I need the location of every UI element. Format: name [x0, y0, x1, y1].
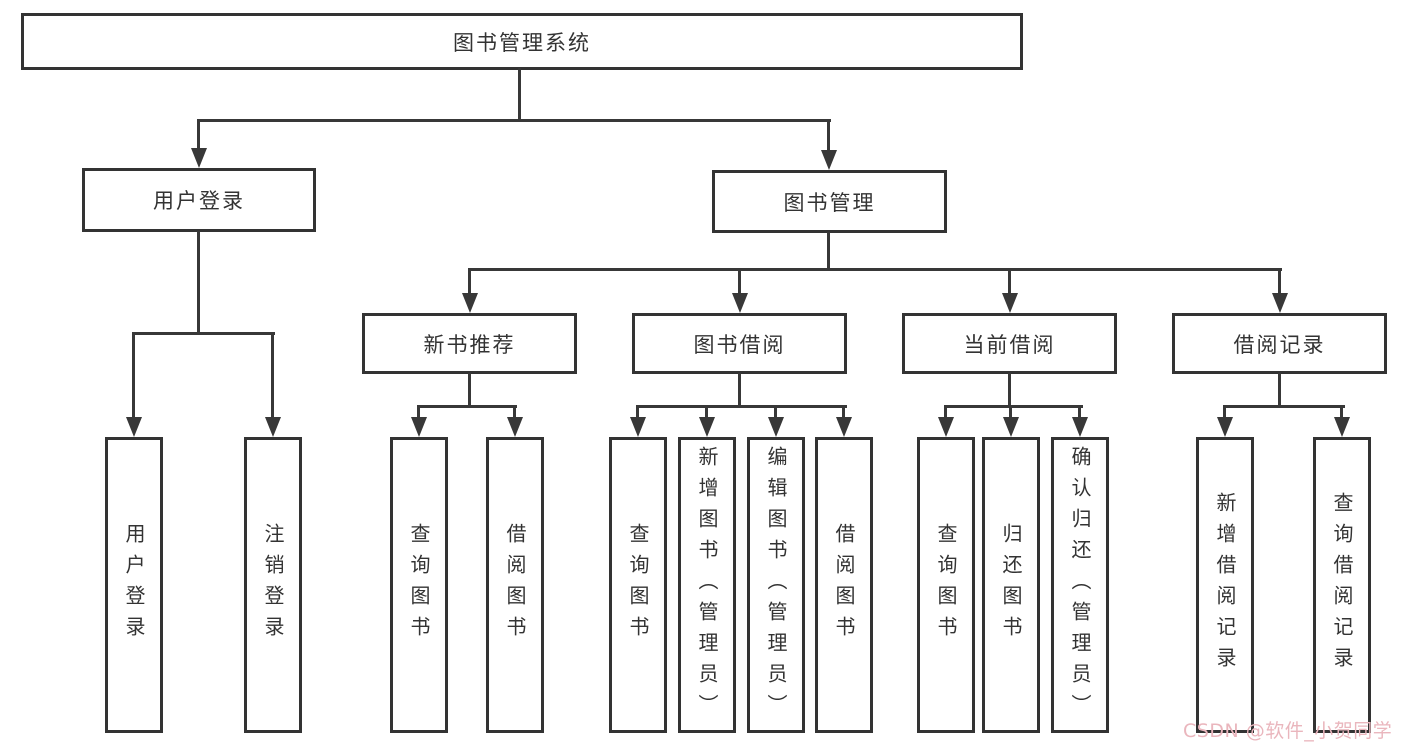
- connector-user-login-rail: [132, 332, 275, 335]
- arrowhead-leaf: [1003, 417, 1019, 437]
- connector-book-borrow-rail: [636, 405, 847, 408]
- leaf-user-login: 用户登录: [105, 437, 163, 733]
- connector-to-borrow-records: [1278, 268, 1281, 296]
- leaf-borrow-books: 借阅图书: [815, 437, 873, 733]
- leaf-borrow-books-recommend: 借阅图书: [486, 437, 544, 733]
- connector-borrow-records-rail: [1223, 405, 1345, 408]
- arrowhead-leaf: [1072, 417, 1088, 437]
- connector-to-book-borrow: [738, 268, 741, 296]
- leaf-add-book-admin: 新增图书（管理员）: [678, 437, 736, 733]
- connector-leaf: [774, 405, 777, 419]
- connector-user-login-stub: [197, 231, 200, 335]
- arrowhead-book-borrow: [732, 293, 748, 313]
- arrowhead-user-login: [191, 148, 207, 168]
- connector-leaf: [1340, 405, 1343, 419]
- arrowhead-leaf: [411, 417, 427, 437]
- leaf-query-books-current: 查询图书: [917, 437, 975, 733]
- connector-leaf: [944, 405, 947, 419]
- arrowhead-new-book: [462, 293, 478, 313]
- node-user-login: 用户登录: [82, 168, 316, 232]
- leaf-query-borrow-record: 查询借阅记录: [1313, 437, 1371, 733]
- leaf-edit-book-admin: 编辑图书（管理员）: [747, 437, 805, 733]
- node-current-borrow: 当前借阅: [902, 313, 1117, 374]
- leaf-query-books-recommend: 查询图书: [390, 437, 448, 733]
- connector-leaf: [417, 405, 420, 419]
- connector-leaf: [1078, 405, 1081, 419]
- leaf-confirm-return-admin: 确认归还（管理员）: [1051, 437, 1109, 733]
- arrowhead-borrow-records: [1272, 293, 1288, 313]
- leaf-query-books-borrow: 查询图书: [609, 437, 667, 733]
- arrowhead-leaf: [938, 417, 954, 437]
- arrowhead-leaf: [699, 417, 715, 437]
- connector-to-user-login: [197, 119, 200, 151]
- arrowhead-leaf: [1334, 417, 1350, 437]
- arrowhead-current-borrow: [1002, 293, 1018, 313]
- csdn-watermark: CSDN @软件_小贺同学: [1183, 720, 1393, 742]
- arrowhead-leaf-user-login: [126, 417, 142, 437]
- leaf-add-borrow-record: 新增借阅记录: [1196, 437, 1254, 733]
- connector-current-borrow-stub: [1008, 373, 1011, 408]
- connector-leaf: [1009, 405, 1012, 419]
- connector-leaf: [513, 405, 516, 419]
- arrowhead-leaf: [630, 417, 646, 437]
- arrowhead-leaf: [1217, 417, 1233, 437]
- connector-level2-rail: [197, 119, 831, 122]
- leaf-return-books: 归还图书: [982, 437, 1040, 733]
- connector-to-new-book: [468, 268, 471, 296]
- node-book-management: 图书管理: [712, 170, 947, 233]
- connector-leaf: [705, 405, 708, 419]
- connector-to-leaf-user-login: [132, 332, 135, 420]
- node-book-borrow: 图书借阅: [632, 313, 847, 374]
- arrowhead-leaf: [507, 417, 523, 437]
- arrowhead-leaf: [768, 417, 784, 437]
- connector-borrow-records-stub: [1278, 373, 1281, 408]
- connector-root-stub: [518, 68, 521, 122]
- connector-leaf: [842, 405, 845, 419]
- leaf-logout: 注销登录: [244, 437, 302, 733]
- arrowhead-leaf-logout: [265, 417, 281, 437]
- node-borrow-records: 借阅记录: [1172, 313, 1387, 374]
- node-library-system: 图书管理系统: [21, 13, 1023, 70]
- connector-to-leaf-logout: [271, 332, 274, 420]
- arrowhead-book-management: [821, 150, 837, 170]
- connector-book-management-stub: [827, 232, 830, 271]
- connector-to-current-borrow: [1008, 268, 1011, 296]
- arrowhead-leaf: [836, 417, 852, 437]
- node-new-book-recommend: 新书推荐: [362, 313, 577, 374]
- connector-book-borrow-stub: [738, 373, 741, 408]
- connector-current-borrow-rail: [944, 405, 1083, 408]
- connector-new-book-stub: [468, 373, 471, 408]
- connector-leaf: [636, 405, 639, 419]
- connector-new-book-rail: [417, 405, 517, 408]
- connector-to-book-management: [827, 119, 830, 153]
- connector-level3-rail: [468, 268, 1282, 271]
- connector-leaf: [1223, 405, 1226, 419]
